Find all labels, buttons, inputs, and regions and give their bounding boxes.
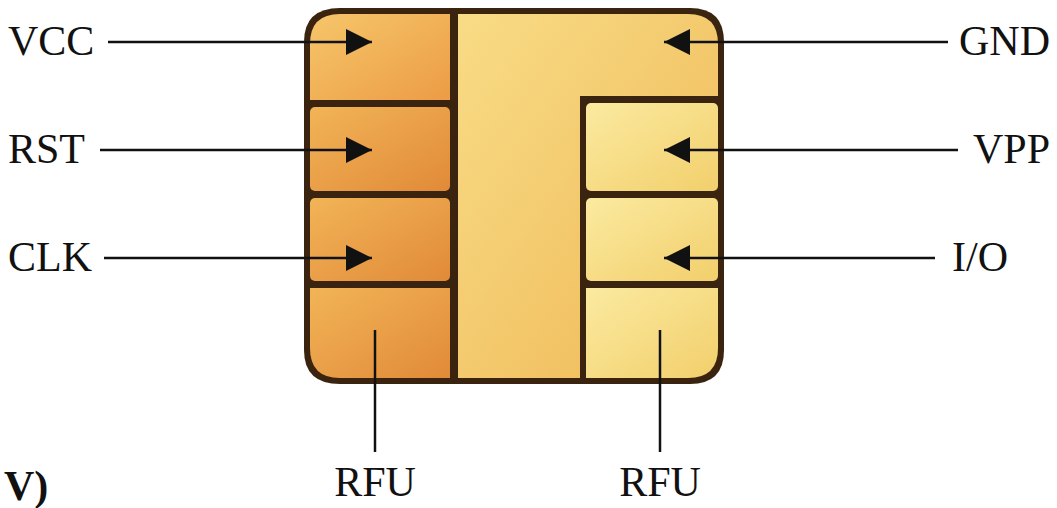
signal-label: GND xyxy=(959,17,1050,65)
signal-label: RFU xyxy=(334,458,416,506)
signal-label: VCC xyxy=(8,17,94,65)
signal-label: I/O xyxy=(952,233,1008,281)
signal-label: RFU xyxy=(619,458,701,506)
signal-label: VPP xyxy=(973,125,1050,173)
leader-lines xyxy=(100,42,958,452)
chip-outline xyxy=(304,8,724,384)
signal-label: CLK xyxy=(8,233,92,281)
contact-pads xyxy=(310,14,718,378)
signal-label: RST xyxy=(8,125,85,173)
figure-index: V) xyxy=(4,462,48,508)
